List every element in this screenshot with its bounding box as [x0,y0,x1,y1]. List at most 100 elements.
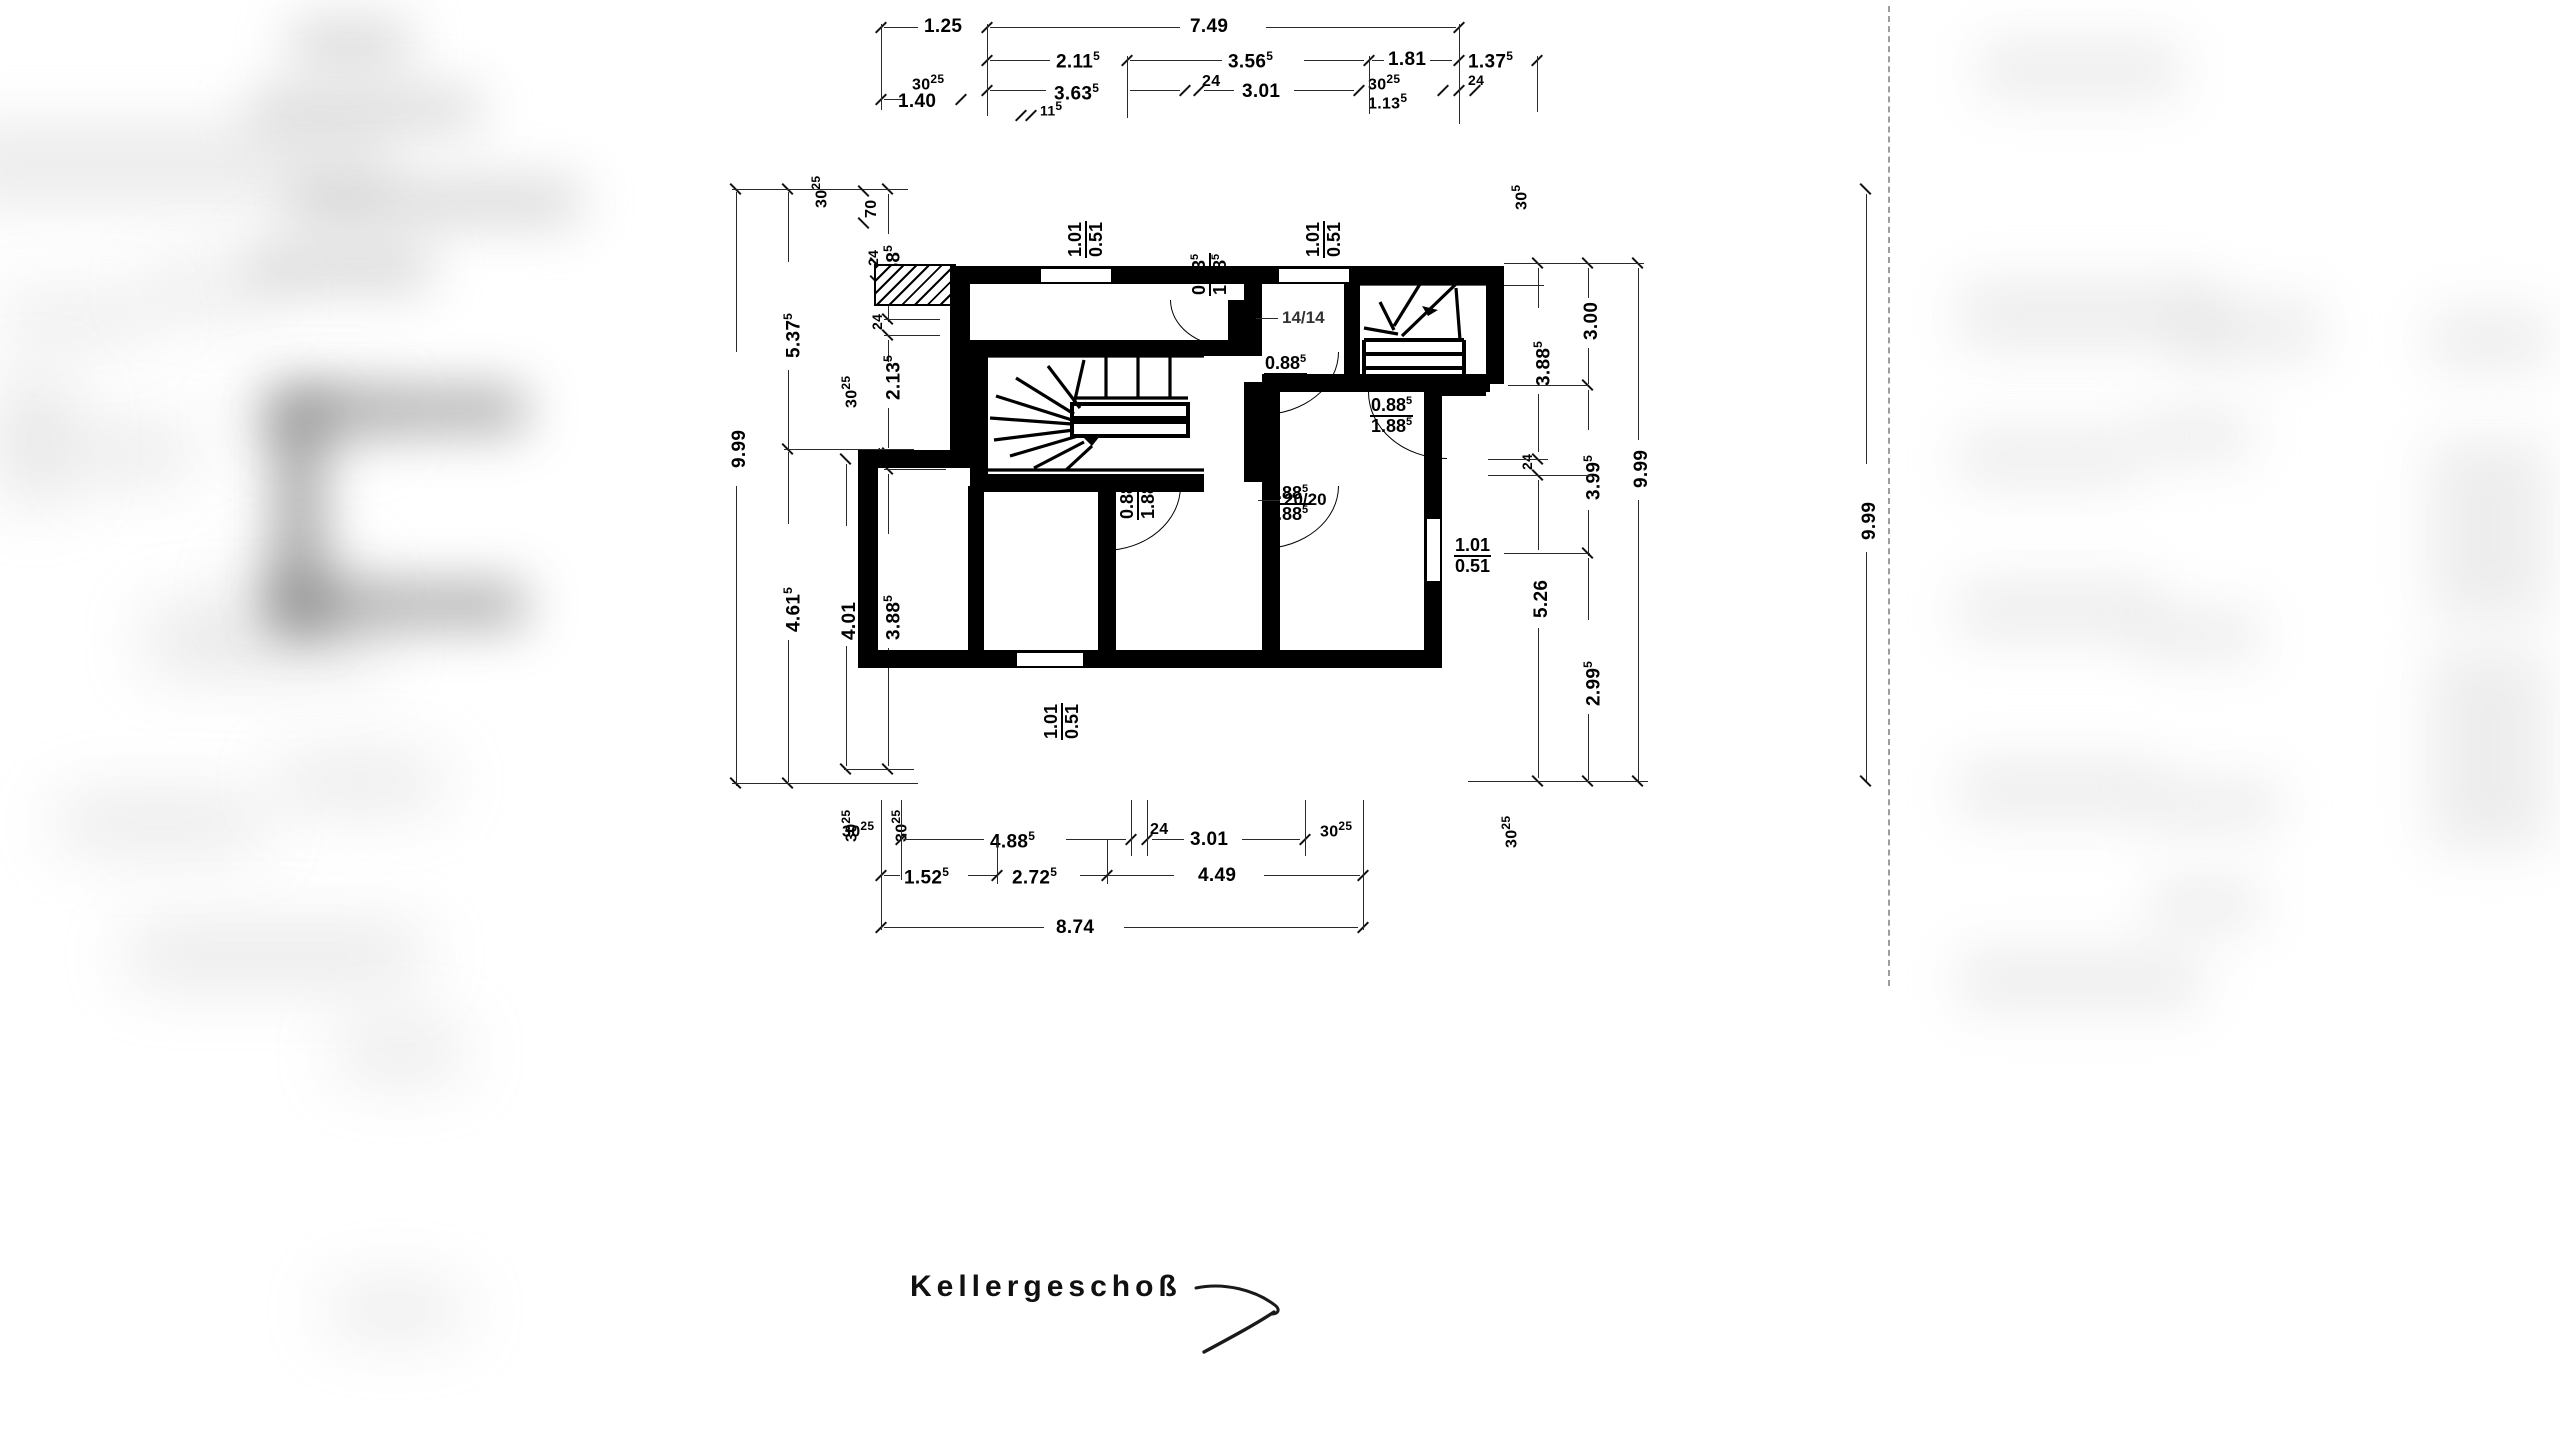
dim-top-3-01: 3.01 [1242,81,1281,102]
dim-left-4-615: 4.615 [781,586,805,632]
dim-line [1588,390,1589,430]
dim-tick [1178,84,1192,97]
dim-line [1538,628,1539,778]
ext-line [1537,56,1538,112]
door-label-hall-upper: 0.635 1.885 [1189,252,1230,296]
dim-line [1538,268,1539,308]
door-label-center-lower: 0.885 1.885 [1266,483,1310,524]
dim-top-2-115: 2.115 [1056,49,1101,73]
dim-line [846,646,847,766]
dim-bottom-24: 24 [1150,821,1169,838]
dim-bottom-30-25-l: 3025 [842,819,875,841]
dim-line [788,192,789,262]
wall-west-lower [858,450,878,668]
dim-line [736,486,737,786]
dim-bottom-4-49: 4.49 [1198,865,1237,886]
dim-left-24-a: 24 [869,313,885,330]
dim-line [888,648,889,766]
window-top-right [1278,268,1350,283]
leader-line-20-20 [1258,500,1280,501]
dim-line [990,60,1050,61]
dim-left-5-375: 5.375 [781,312,805,358]
wall-interior-vertical-stair [970,352,988,490]
dim-top-1-40: 1.40 [898,91,937,112]
dim-line [884,927,1044,928]
ext-line [884,469,946,470]
wall-south [858,650,1424,668]
dim-left-30-25-top: 3025 [809,175,831,208]
dim-left-3-885: 3.885 [881,594,905,640]
dim-line [990,27,1180,28]
dim-top-30-25-left: 3025 [912,72,945,94]
wall-interior-vertical-rightroom [1344,266,1360,376]
dim-line [1066,839,1126,840]
wall-west-step [858,450,970,468]
dim-tick [857,216,870,230]
ext-line [997,840,998,884]
dim-line [1588,714,1589,780]
ext-line [1363,800,1364,930]
floor-plan-sheet: 1.25 7.49 2.115 3.565 1.81 1.375 3025 [668,0,1906,1440]
dim-tick [857,184,870,198]
dim-line [1638,268,1639,440]
ext-line [732,189,908,190]
dim-right-3-995: 3.995 [1581,454,1605,500]
dim-line [1638,500,1639,782]
dim-line [888,194,889,234]
dim-top-115: 115 [1040,99,1063,119]
door-label-stair-right: 0.885 1.885 [1370,395,1414,436]
ext-line [987,24,988,116]
dim-line [1242,839,1300,840]
ext-line [1127,56,1128,118]
dim-tick [1436,84,1450,97]
dim-top-30-25-right: 3025 [1368,72,1401,94]
ext-line [1504,263,1644,264]
dim-left-70: 70 [863,199,880,218]
dim-line [990,90,1046,91]
dim-line [1372,60,1384,61]
wall-interior-vertical-lower-left [968,486,984,656]
dim-bottom-30-25-r: 3025 [1320,819,1353,841]
ext-line [1488,459,1548,460]
dim-line [1264,875,1360,876]
wall-west-upper [950,266,970,466]
dim-tick [954,93,968,106]
dim-bottom-8-74: 8.74 [1056,917,1095,938]
column-label-14-14: 14/14 [1282,308,1325,327]
ext-line [1131,800,1132,856]
dim-line [1294,90,1354,91]
window-label-top-right: 1.01 0.51 [1303,220,1344,258]
dim-line [1588,348,1589,384]
dim-top-1-375: 1.375 [1468,49,1514,73]
ext-line [881,24,882,110]
dim-bottom-4-885: 4.885 [990,829,1036,853]
dim-line [1266,27,1456,28]
dim-line [1130,60,1222,61]
ext-line [1504,553,1590,554]
staircase-winder [988,352,1204,474]
dim-right-9-99: 9.99 [1631,449,1652,488]
dim-line [888,474,889,534]
ext-line [844,769,914,770]
dim-line [1588,510,1589,556]
ext-line [881,800,882,930]
dim-top-1-81: 1.81 [1388,49,1427,70]
ext-line [1488,475,1592,476]
dim-line [788,452,789,524]
wall-interior-vertical-center2 [1244,382,1262,482]
dim-line [846,464,847,526]
dim-line [1588,268,1589,298]
window-bottom [1016,652,1084,667]
dim-line [904,839,984,840]
dim-line [888,408,889,448]
ext-line [1508,385,1588,386]
dim-left-2-135: 2.135 [881,354,905,400]
column-label-20-20: 20/20 [1284,490,1327,509]
dim-left-9-99: 9.99 [729,429,750,468]
door-reveal-a [1228,300,1246,344]
dim-line [888,296,889,322]
handwritten-mark [1190,1268,1300,1358]
window-label-bottom: 1.01 0.51 [1041,702,1082,740]
dim-right-2-995: 2.995 [1581,660,1605,706]
ext-line [732,783,918,784]
